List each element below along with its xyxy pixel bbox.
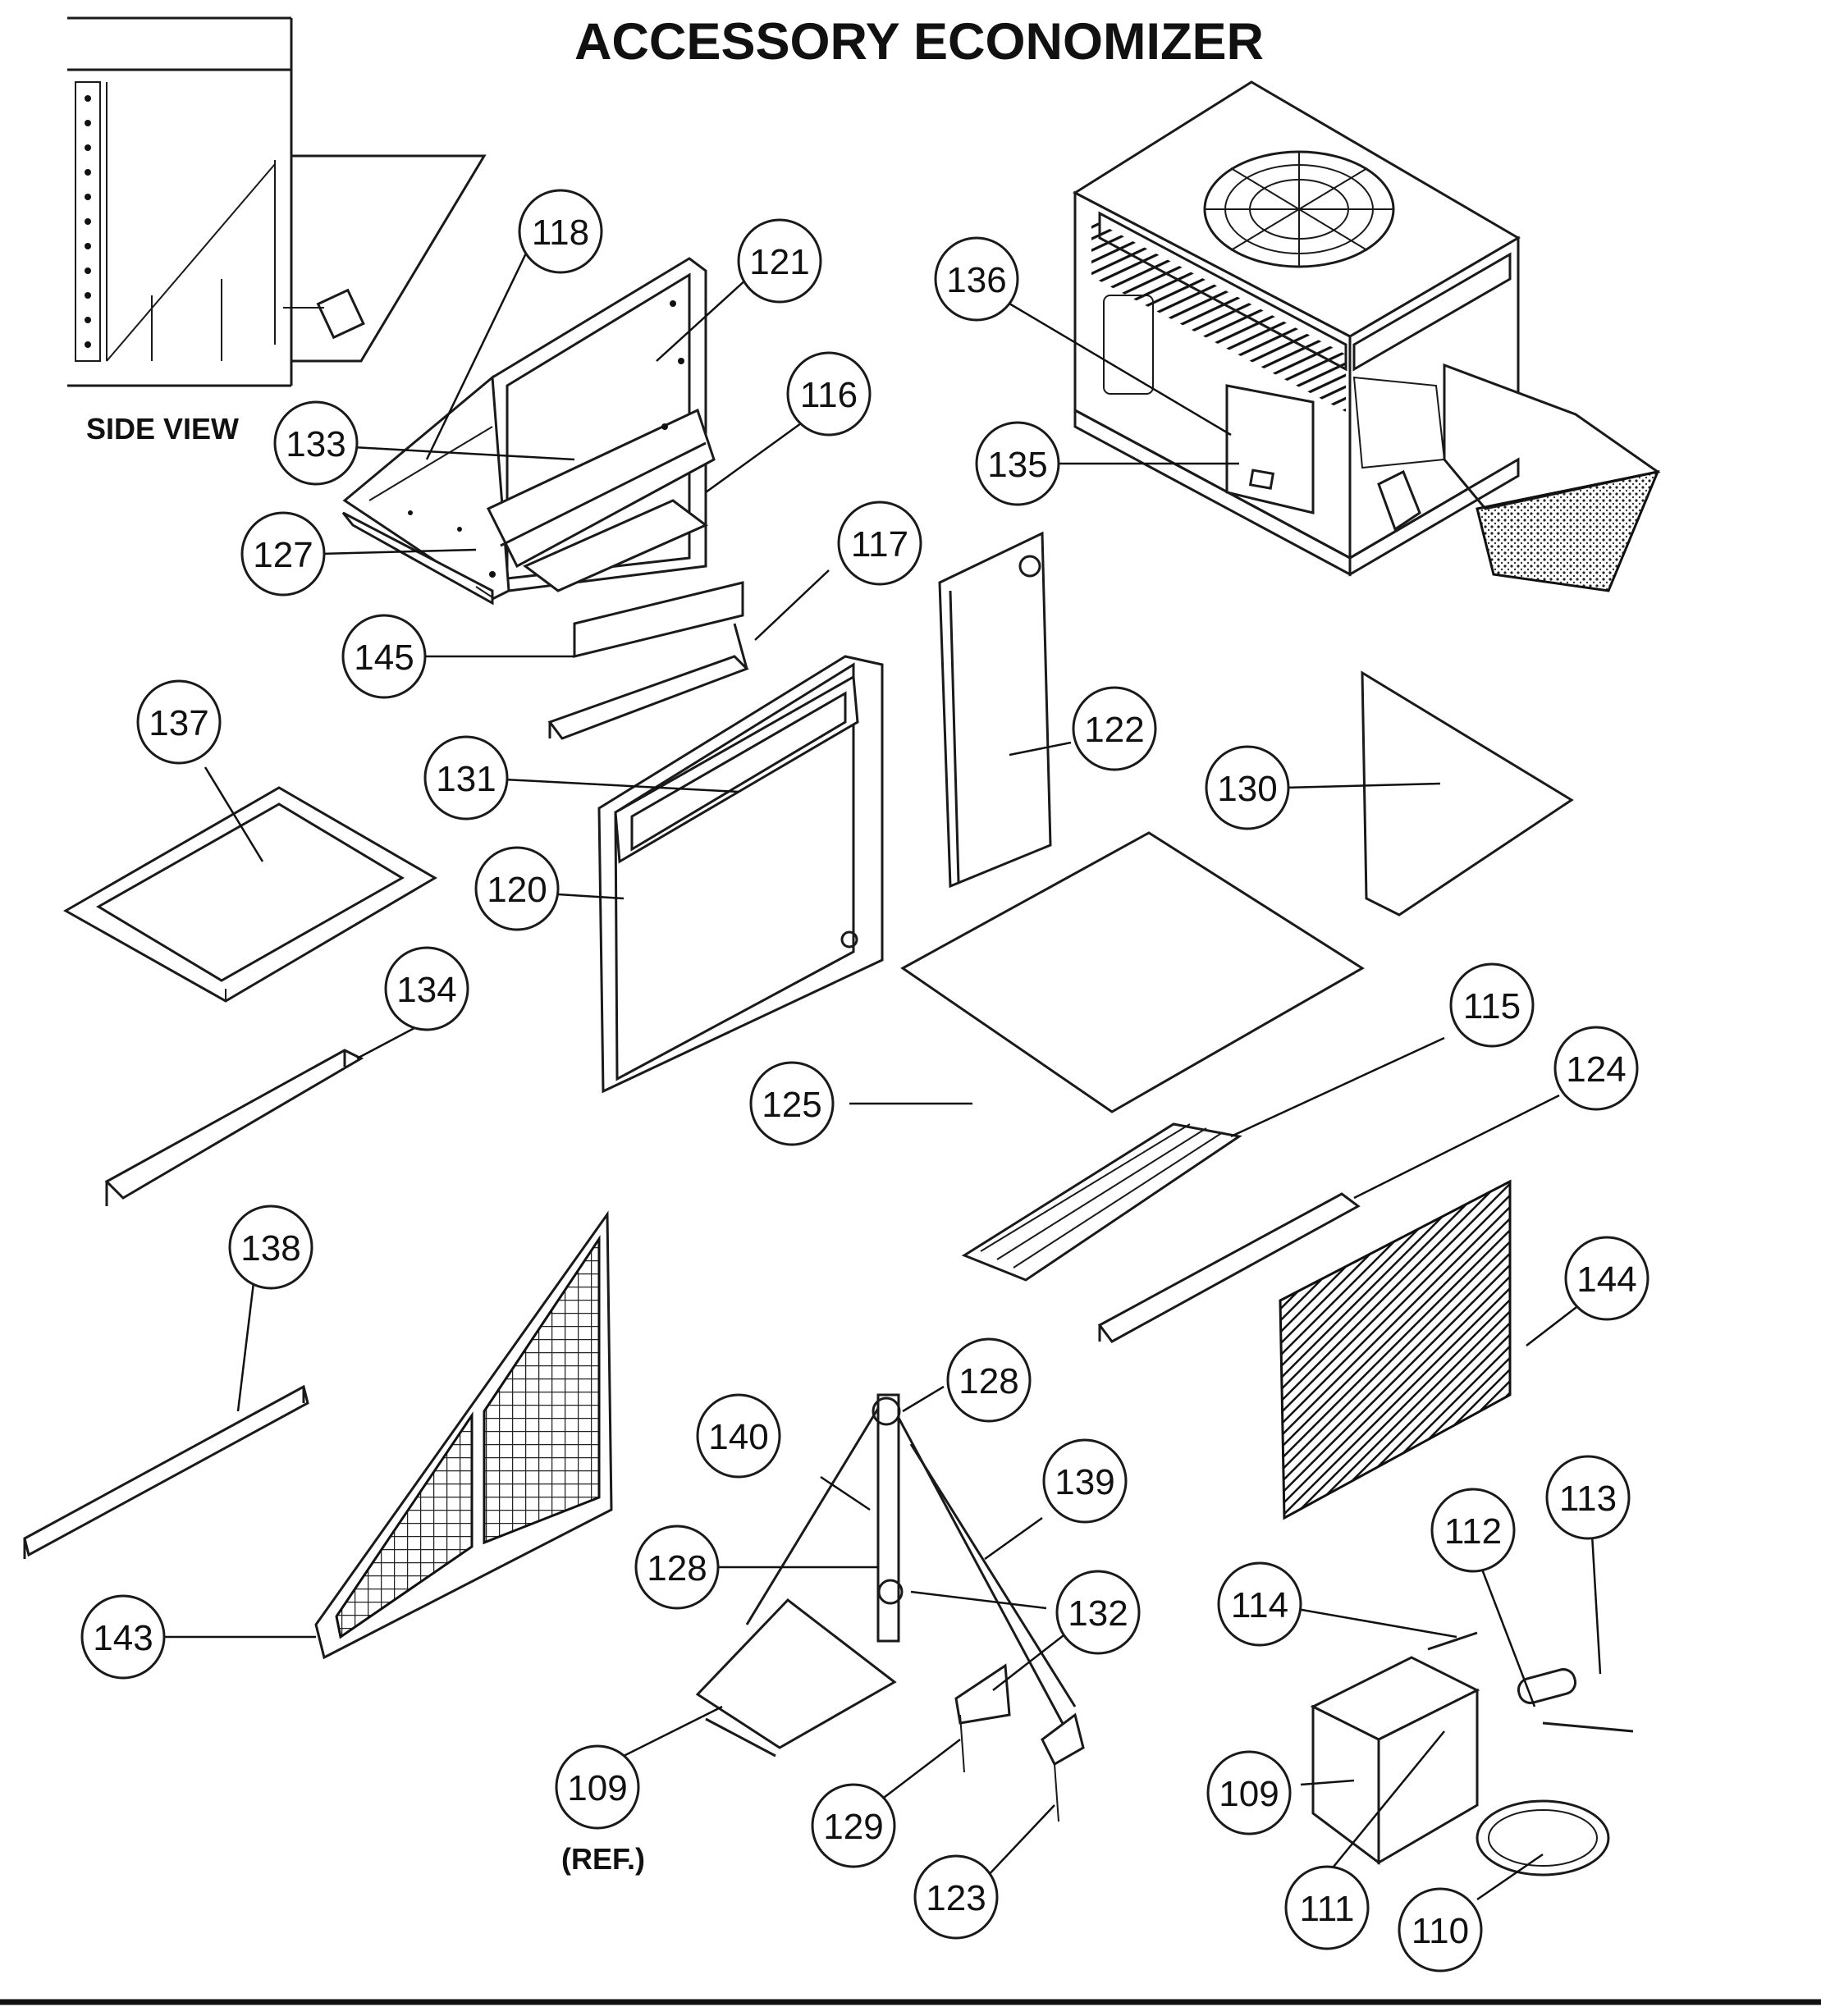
svg-text:116: 116	[800, 375, 858, 415]
svg-text:127: 127	[253, 535, 313, 575]
svg-text:129: 129	[823, 1807, 883, 1847]
svg-text:143: 143	[93, 1618, 153, 1658]
callout-138: 138	[228, 1205, 313, 1290]
svg-text:110: 110	[1412, 1911, 1469, 1951]
callout-135: 135	[975, 421, 1060, 506]
svg-text:125: 125	[762, 1085, 821, 1125]
callout-128-upper: 128	[946, 1337, 1032, 1423]
ref-label: (REF.)	[561, 1842, 645, 1876]
callout-122: 122	[1072, 686, 1157, 771]
callout-110: 110	[1398, 1887, 1483, 1973]
part-120-door-panel	[597, 655, 884, 1094]
linkage-assembly	[695, 1393, 1085, 1822]
callout-145: 145	[341, 614, 427, 699]
svg-text:133: 133	[286, 424, 345, 464]
svg-text:132: 132	[1068, 1593, 1128, 1634]
part-143-filter-frames	[314, 1210, 613, 1660]
svg-text:128: 128	[959, 1361, 1018, 1401]
callout-143: 143	[80, 1594, 166, 1680]
callout-130: 130	[1205, 745, 1290, 830]
diagram-title: ACCESSORY ECONOMIZER	[574, 13, 1264, 71]
svg-text:139: 139	[1055, 1462, 1114, 1502]
part-115-louver	[961, 1122, 1242, 1282]
part-122-tall-panel	[938, 531, 1052, 889]
svg-text:145: 145	[354, 638, 414, 678]
svg-text:113: 113	[1559, 1479, 1617, 1519]
callout-116: 116	[786, 351, 872, 437]
svg-text:121: 121	[749, 242, 809, 282]
svg-text:118: 118	[532, 213, 589, 253]
svg-text:130: 130	[1217, 769, 1277, 809]
part-117-rail	[547, 623, 749, 740]
callout-114: 114	[1217, 1561, 1302, 1647]
svg-text:137: 137	[149, 703, 208, 743]
callout-134: 134	[384, 946, 469, 1031]
callout-115: 115	[1449, 962, 1535, 1048]
callout-127: 127	[240, 511, 326, 597]
svg-text:122: 122	[1084, 710, 1144, 750]
rooftop-unit	[1072, 80, 1661, 592]
svg-text:144: 144	[1576, 1259, 1636, 1300]
part-130-triangle-panel	[1361, 670, 1574, 917]
callout-124: 124	[1553, 1026, 1639, 1111]
svg-text:117: 117	[851, 524, 908, 565]
part-145-plate	[573, 581, 744, 658]
part-134-rail	[104, 1049, 364, 1206]
svg-text:109: 109	[1219, 1774, 1279, 1814]
svg-text:114: 114	[1231, 1585, 1288, 1625]
side-view-inset: SIDE VIEW	[67, 16, 487, 446]
callout-133: 133	[273, 400, 359, 486]
callout-139: 139	[1042, 1438, 1128, 1524]
svg-text:124: 124	[1566, 1049, 1626, 1090]
damper-assembly	[341, 257, 716, 606]
callout-109-ref: 109	[555, 1744, 640, 1830]
svg-text:131: 131	[436, 759, 496, 799]
callout-125: 125	[749, 1061, 835, 1146]
svg-text:138: 138	[240, 1228, 300, 1269]
svg-text:140: 140	[708, 1417, 768, 1457]
callout-120: 120	[474, 846, 560, 931]
callout-140: 140	[696, 1393, 781, 1479]
callout-128-lower: 128	[634, 1525, 720, 1610]
callout-109-actuator: 109	[1206, 1750, 1292, 1835]
svg-text:120: 120	[487, 870, 547, 910]
part-144-filter-media	[1279, 1179, 1512, 1520]
callout-132: 132	[1055, 1570, 1141, 1655]
callout-123: 123	[913, 1854, 999, 1940]
part-124-rail	[1097, 1192, 1361, 1343]
callout-137: 137	[136, 679, 222, 765]
callout-113: 113	[1545, 1455, 1631, 1540]
svg-text:123: 123	[926, 1878, 986, 1918]
svg-text:135: 135	[987, 445, 1047, 485]
svg-text:109: 109	[567, 1768, 627, 1808]
part-138-rail	[23, 1384, 309, 1559]
callout-112: 112	[1430, 1488, 1516, 1573]
callout-129: 129	[811, 1783, 896, 1868]
svg-text:112: 112	[1444, 1511, 1502, 1552]
svg-text:136: 136	[946, 260, 1006, 300]
svg-text:115: 115	[1463, 986, 1521, 1026]
svg-text:134: 134	[396, 970, 456, 1010]
callout-118: 118	[518, 189, 603, 274]
callout-117: 117	[837, 501, 922, 586]
svg-text:111: 111	[1300, 1889, 1355, 1929]
callout-111: 111	[1284, 1865, 1370, 1950]
svg-text:128: 128	[647, 1548, 707, 1589]
callout-144: 144	[1564, 1236, 1649, 1321]
part-137-panel	[62, 786, 437, 1003]
callout-136: 136	[934, 236, 1019, 322]
actuator-assembly	[1310, 1631, 1634, 1877]
part-125-sheet	[900, 831, 1365, 1113]
leader-lines	[164, 237, 1602, 1901]
callout-131: 131	[423, 735, 509, 821]
side-view-label: SIDE VIEW	[86, 412, 239, 446]
callout-121: 121	[737, 218, 822, 304]
